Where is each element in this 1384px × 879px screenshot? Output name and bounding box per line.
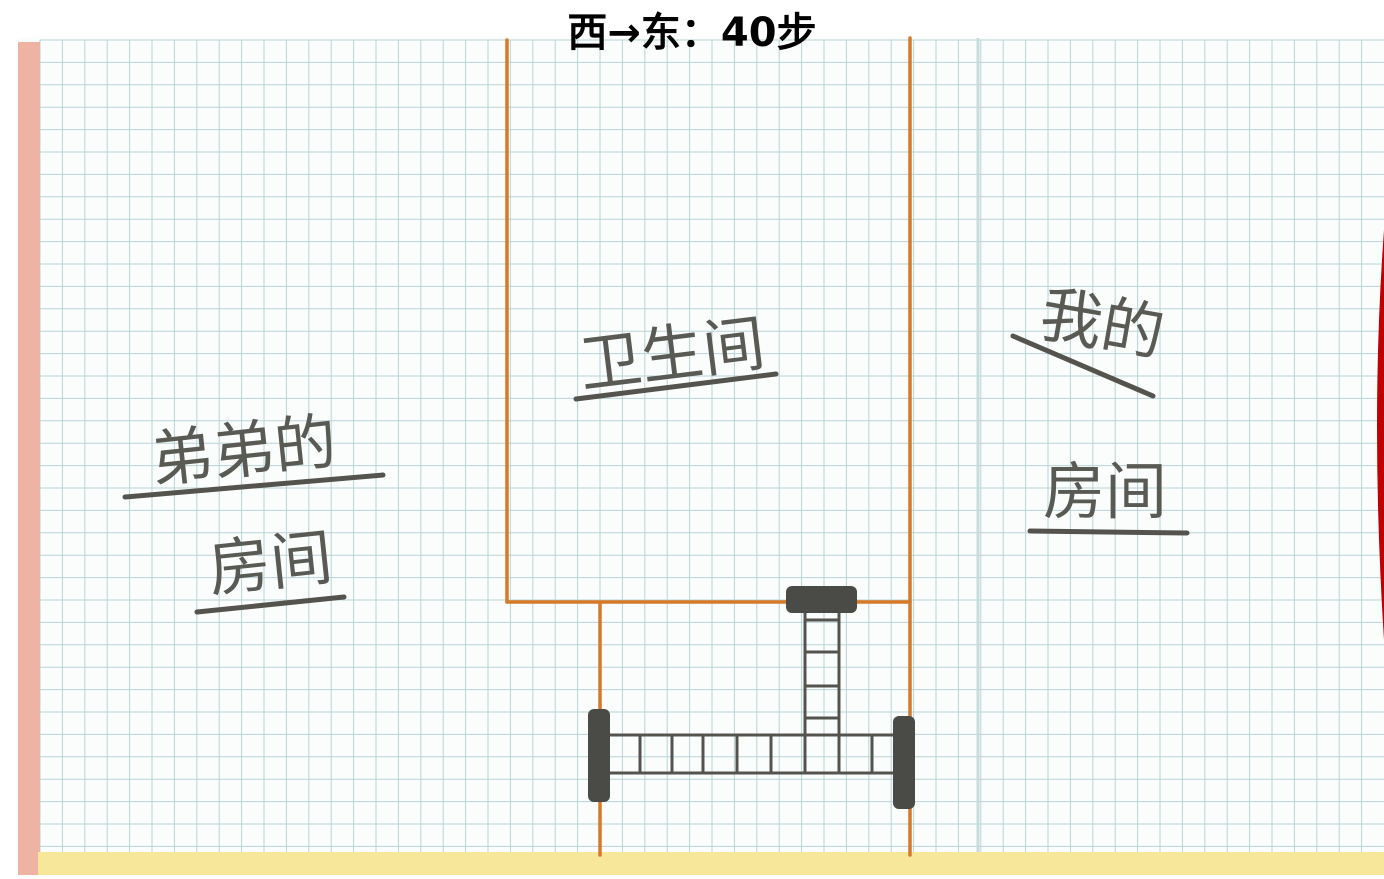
east-door [893, 716, 915, 809]
bottom-strip [38, 852, 1384, 875]
ladder-horizontal [602, 733, 902, 775]
margin-strip [18, 42, 40, 875]
brother-room-underline1 [122, 472, 386, 500]
diagram-title: 西→东：40步 [567, 10, 817, 56]
brother-room-line2: 房间 [205, 520, 336, 606]
grid-lines [39, 39, 1384, 855]
my-room-underline2 [1027, 528, 1190, 536]
brother-room-underline2 [194, 594, 347, 615]
my-room-label: 我的 房间 [1010, 277, 1190, 536]
bathroom-door [786, 586, 857, 613]
west-door [588, 709, 610, 802]
my-room-underline1 [1010, 333, 1156, 399]
hallway-path [588, 586, 915, 809]
ladder-vertical [803, 605, 841, 735]
bathroom-underline [573, 371, 779, 402]
my-room-line2: 房间 [1043, 455, 1167, 528]
brother-room-label: 弟弟的 房间 [122, 405, 386, 615]
red-edge [1377, 230, 1384, 640]
